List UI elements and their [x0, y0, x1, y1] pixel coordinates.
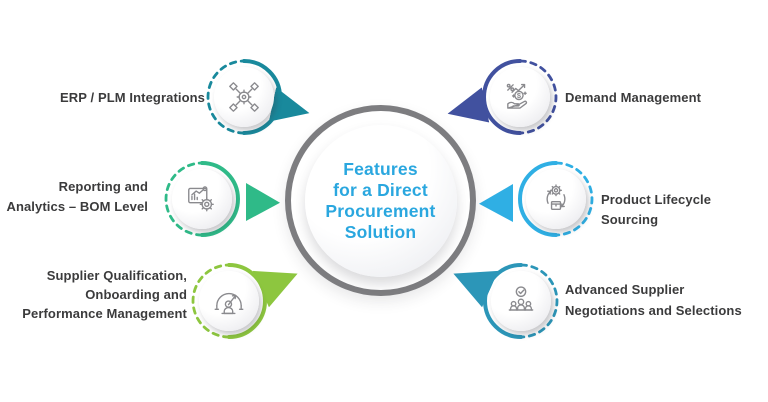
- badge-disc: [526, 169, 586, 229]
- badge-ring: [164, 161, 240, 237]
- badge-ring: [518, 161, 594, 237]
- feature-label: ERP / PLM Integrations: [20, 88, 205, 108]
- gear-cycle-box-icon: [546, 184, 566, 210]
- feature-label: Supplier Qualification, Onboarding and P…: [5, 266, 187, 323]
- feature-badge: $: [481, 58, 559, 136]
- label-line: Advanced Supplier: [565, 282, 685, 297]
- title-line: Procurement: [325, 200, 436, 221]
- badge-ring: [191, 263, 267, 339]
- pointer-triangle: [479, 184, 513, 222]
- supplier-gauge-icon: [214, 292, 244, 315]
- feature-badge: [482, 262, 560, 340]
- title-line: for a Direct: [333, 179, 428, 200]
- feature-label: Product Lifecycle Sourcing: [601, 190, 766, 230]
- pointer-triangle: [246, 183, 280, 221]
- feature-badge: [190, 262, 268, 340]
- gear-network-icon: [229, 82, 259, 112]
- title-line: Features: [343, 158, 418, 179]
- badge-ring: [482, 59, 558, 135]
- feature-badge: [517, 160, 595, 238]
- badge-ring: [483, 263, 559, 339]
- label-line: Product Lifecycle Sourcing: [601, 192, 712, 227]
- label-line: Reporting and: [58, 179, 148, 194]
- label-line: Onboarding and: [85, 287, 187, 302]
- diagram-title: Features for a Direct Procurement Soluti…: [325, 159, 435, 243]
- title-line: Solution: [344, 221, 417, 242]
- badge-disc: [491, 271, 551, 331]
- feature-label: Advanced Supplier Negotiations and Selec…: [565, 279, 765, 321]
- label-line: Performance Management: [22, 306, 187, 321]
- feature-label: Reporting and Analytics – BOM Level: [0, 177, 148, 217]
- feature-badge: [163, 160, 241, 238]
- badge-disc: [214, 67, 274, 127]
- label-line: ERP / PLM Integrations: [60, 90, 205, 105]
- feature-label: Demand Management: [565, 88, 755, 108]
- badge-disc: [172, 169, 232, 229]
- badge-disc: [490, 67, 550, 127]
- center-disc: Features for a Direct Procurement Soluti…: [304, 124, 457, 277]
- team-check-icon: [508, 286, 534, 311]
- analytics-report-icon: [188, 186, 214, 212]
- label-line: Analytics – BOM Level: [6, 199, 148, 214]
- center-circle: Features for a Direct Procurement Soluti…: [285, 105, 476, 296]
- label-line: Supplier Qualification,: [46, 268, 187, 283]
- label-line: Negotiations and Selections: [565, 303, 742, 318]
- hand-dollar-growth-icon: $: [506, 83, 528, 109]
- badge-ring: [206, 59, 282, 135]
- label-line: Demand Management: [565, 90, 702, 105]
- svg-text:$: $: [517, 91, 522, 100]
- feature-badge: [205, 58, 283, 136]
